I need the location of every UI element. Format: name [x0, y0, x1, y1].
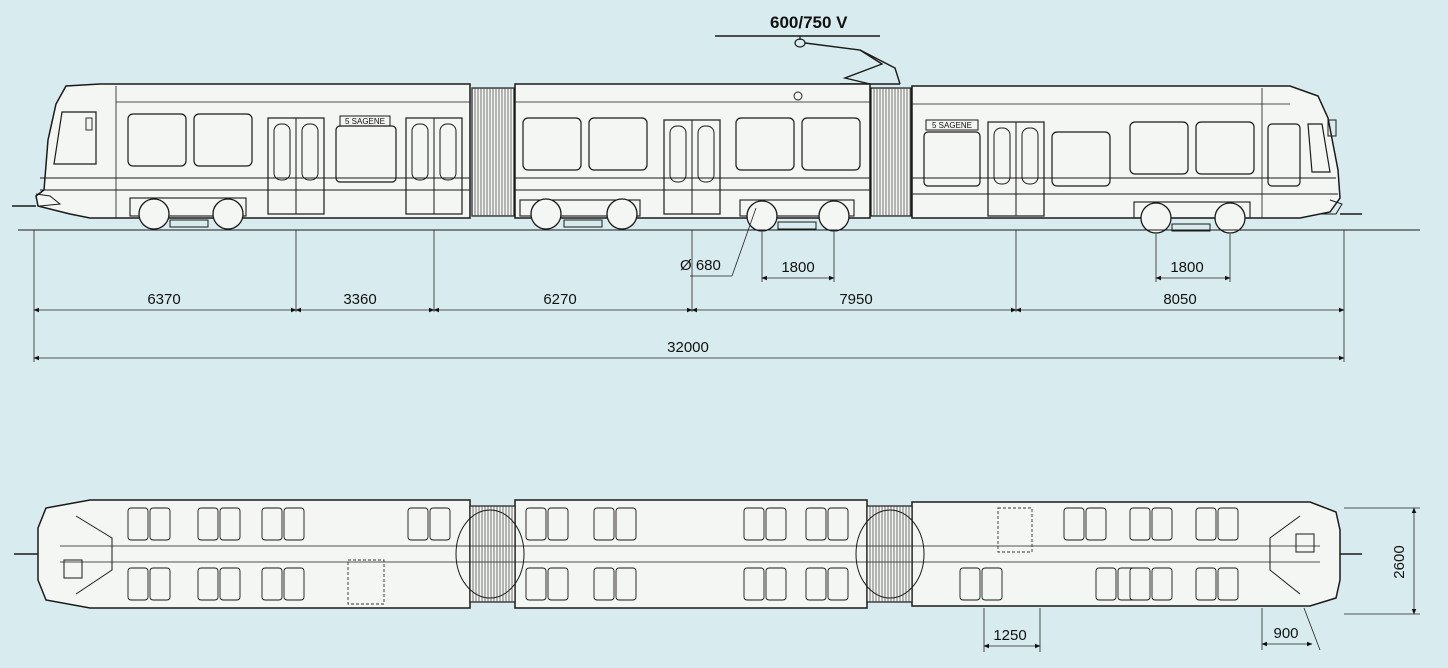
seat-pair [127, 507, 171, 541]
dimension-extension-lines [33, 230, 1345, 362]
segment-dim-5: 8050 [1163, 291, 1196, 308]
destination-sign-text: 5 SAGENE [932, 121, 972, 130]
articulation-bellows-1 [471, 87, 515, 217]
seat-pair [407, 507, 451, 541]
seat-pair [743, 507, 787, 541]
overall-length-label: 32000 [667, 339, 709, 356]
car-body-middle [514, 83, 871, 232]
seat-pair [261, 567, 305, 601]
voltage-label: 600/750 V [770, 13, 848, 32]
segment-dim-2: 3360 [343, 291, 376, 308]
side-elevation: 5 SAGENE [12, 13, 1420, 362]
segment-dim-1: 6370 [147, 291, 180, 308]
seat-pitch-label: 1250 [993, 627, 1026, 644]
bogie-wheelbase-rear-label: 1800 [1170, 259, 1203, 276]
cab-dim-label: 900 [1273, 625, 1298, 642]
car-body-rear [911, 85, 1362, 234]
overall-length-dimension: 32000 [33, 339, 1345, 361]
seat-pair [1129, 567, 1173, 601]
seat-pair [261, 507, 305, 541]
wheel-diameter-callout: Ø 680 [680, 207, 757, 277]
segment-dim-3: 6270 [543, 291, 576, 308]
seat-pair [197, 507, 241, 541]
bogie-dimension-rear: 1800 [1155, 259, 1231, 281]
plan-gangway-1 [469, 505, 516, 603]
width-dimension: 2600 [1344, 507, 1420, 615]
seat-pair [1063, 507, 1107, 541]
destination-sign-text: 5 SAGENE [345, 117, 385, 126]
bogie-dimension-middle: 1800 [761, 259, 835, 281]
plan-view: 2600 1250 900 [14, 499, 1420, 652]
cab-dimension: 900 [1261, 607, 1321, 651]
seat-pair [959, 567, 1003, 601]
pantograph [715, 35, 901, 85]
seat-layout [127, 507, 1239, 601]
seat-pair [525, 567, 569, 601]
seat-pair [197, 567, 241, 601]
segment-dimension-chain: 6370 3360 6270 7950 8050 [33, 291, 1345, 313]
seat-pair [593, 507, 637, 541]
destination-sign-front: 5 SAGENE [339, 115, 391, 127]
seat-pair [1129, 507, 1173, 541]
seat-pair [805, 567, 849, 601]
seat-pair [1195, 567, 1239, 601]
seat-pair [127, 567, 171, 601]
plan-gangway-2 [866, 505, 913, 603]
car-body-front [12, 83, 471, 230]
seat-pair [743, 567, 787, 601]
destination-sign-rear: 5 SAGENE [925, 119, 979, 131]
seat-pair [1195, 507, 1239, 541]
articulation-bellows-2 [870, 87, 912, 217]
width-label: 2600 [1391, 545, 1408, 578]
wheel-diameter-label: Ø 680 [680, 257, 721, 274]
seat-pair [593, 567, 637, 601]
bogie-wheelbase-middle-label: 1800 [781, 259, 814, 276]
segment-dim-4: 7950 [839, 291, 872, 308]
seat-pitch-dimension: 1250 [983, 608, 1041, 652]
seat-pair [525, 507, 569, 541]
seat-pair [805, 507, 849, 541]
